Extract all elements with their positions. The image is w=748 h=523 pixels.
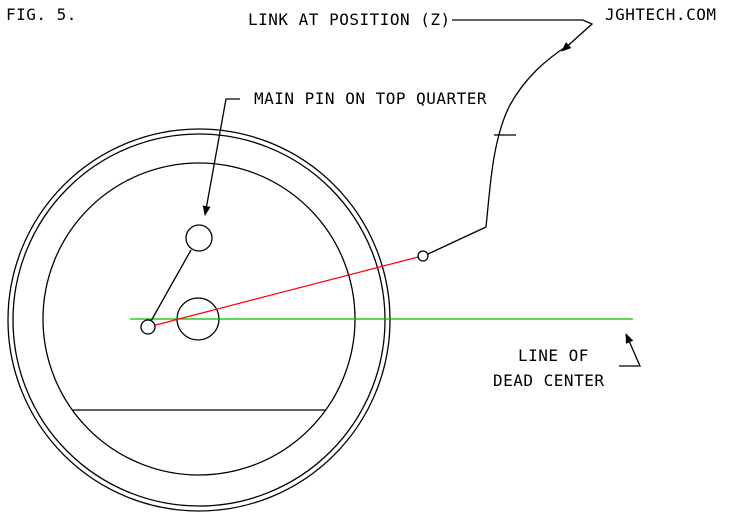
main-pin bbox=[185, 224, 213, 252]
main-pin-leader bbox=[202, 98, 240, 216]
link-pivot-pin bbox=[417, 250, 429, 262]
crank-pin bbox=[140, 319, 156, 335]
link-position-leader bbox=[452, 19, 594, 52]
figure-label: FIG. 5. bbox=[6, 5, 77, 24]
link-position-label: LINK AT POSITION (Z) bbox=[248, 10, 451, 29]
link-curve bbox=[485, 43, 571, 228]
wheel-rim-outer bbox=[7, 128, 391, 512]
dead-center-leader bbox=[619, 333, 641, 367]
crank-arm bbox=[150, 249, 192, 322]
dead-center-label-line1: LINE OF bbox=[518, 346, 589, 365]
wheel-rim-inner bbox=[12, 133, 386, 507]
dead-center-label-line2: DEAD CENTER bbox=[493, 371, 604, 390]
main-pin-label: MAIN PIN ON TOP QUARTER bbox=[254, 89, 487, 108]
link-arm bbox=[427, 226, 487, 255]
connecting-rod bbox=[147, 255, 423, 328]
source-label: JGHTECH.COM bbox=[605, 5, 716, 24]
